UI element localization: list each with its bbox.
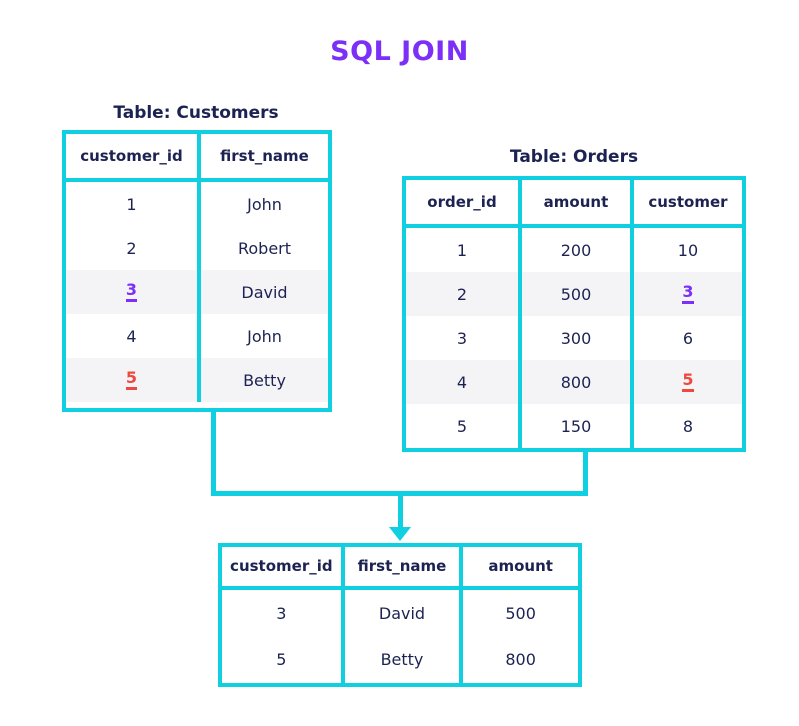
- table-row: 2 Robert: [66, 226, 328, 270]
- matched-key-value: 5: [125, 370, 138, 390]
- orders-table: order_id amount customer 1 200 10 2 500 …: [402, 176, 746, 452]
- table-row: 3 David 500: [222, 589, 578, 637]
- arrow-down-icon: [389, 527, 411, 541]
- connector-line-customers: [211, 408, 216, 496]
- connector-line-orders: [583, 448, 588, 496]
- cell-amount: 500: [459, 589, 578, 637]
- cell-customer-id: 3: [276, 603, 287, 623]
- customers-table-caption: Table: Customers: [113, 103, 279, 123]
- table-row-highlighted: 4 800 5: [406, 360, 742, 404]
- table-header-row: customer_id first_name amount: [222, 547, 578, 590]
- cell-first-name: David: [197, 270, 328, 314]
- column-header-order-id: order_id: [427, 193, 497, 211]
- result-table: customer_id first_name amount 3 David 50…: [218, 543, 582, 687]
- page-title: SQL JOIN: [330, 36, 469, 67]
- column-header-first-name: first_name: [197, 134, 328, 178]
- table-row: 4 John: [66, 314, 328, 358]
- cell-amount: 800: [517, 360, 630, 404]
- cell-order-id: 2: [456, 284, 468, 304]
- table-row: 5 150 8: [406, 404, 742, 448]
- column-header-amount: amount: [459, 547, 578, 586]
- cell-customer-id: 1: [126, 194, 137, 214]
- cell-customer-id: 3: [66, 270, 197, 314]
- orders-table-caption: Table: Orders: [509, 147, 639, 167]
- cell-customer: 5: [629, 360, 742, 404]
- matched-key-value: 3: [125, 282, 138, 302]
- cell-customer: 6: [629, 316, 742, 360]
- table-row: 1 200 10: [406, 228, 742, 272]
- cell-first-name: David: [340, 589, 460, 637]
- column-header-first-name: first_name: [340, 547, 460, 586]
- cell-amount: 200: [517, 228, 630, 272]
- cell-first-name: Betty: [340, 636, 460, 684]
- connector-line-result: [398, 491, 403, 529]
- cell-order-id: 1: [456, 240, 468, 260]
- cell-order-id: 3: [456, 328, 468, 348]
- cell-customer-id: 5: [276, 650, 287, 670]
- table-row: 5 Betty 800: [222, 636, 578, 684]
- cell-customer-id: 2: [126, 238, 137, 258]
- table-row: 3 300 6: [406, 316, 742, 360]
- cell-first-name: John: [197, 182, 328, 226]
- table-row-highlighted: 5 Betty: [66, 358, 328, 402]
- table-row-highlighted: 3 David: [66, 270, 328, 314]
- cell-customer-id: 5: [66, 358, 197, 402]
- cell-customer: 10: [629, 228, 742, 272]
- cell-amount: 150: [517, 404, 630, 448]
- column-header-customer-id: customer_id: [80, 147, 183, 165]
- cell-order-id: 4: [456, 372, 468, 392]
- cell-amount: 500: [517, 272, 630, 316]
- cell-customer-id: 4: [126, 326, 137, 346]
- cell-first-name: Betty: [197, 358, 328, 402]
- table-header-row: customer_id first_name: [66, 134, 328, 182]
- cell-customer: 8: [629, 404, 742, 448]
- column-header-amount: amount: [517, 180, 630, 224]
- cell-customer: 3: [629, 272, 742, 316]
- matched-key-value: 3: [682, 284, 694, 304]
- customers-table: customer_id first_name 1 John 2 Robert 3…: [62, 130, 332, 412]
- table-row: 1 John: [66, 182, 328, 226]
- cell-amount: 800: [459, 636, 578, 684]
- table-row-highlighted: 2 500 3: [406, 272, 742, 316]
- matched-key-value: 5: [682, 372, 694, 392]
- cell-amount: 300: [517, 316, 630, 360]
- cell-order-id: 5: [456, 416, 468, 436]
- table-header-row: order_id amount customer: [406, 180, 742, 228]
- column-header-customer-id: customer_id: [230, 557, 333, 576]
- cell-first-name: John: [197, 314, 328, 358]
- cell-first-name: Robert: [197, 226, 328, 270]
- column-header-customer: customer: [629, 180, 742, 224]
